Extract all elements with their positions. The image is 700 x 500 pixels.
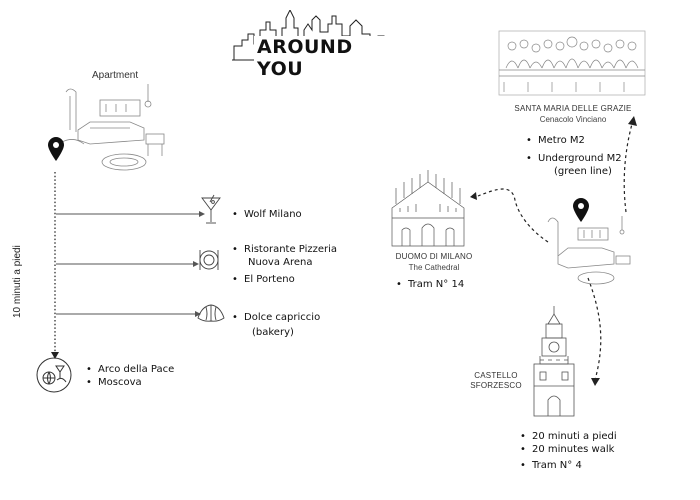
hotel-location-pin xyxy=(572,197,590,223)
arrow-duomo-icon xyxy=(470,192,477,200)
list-item: •20 minutes walk xyxy=(520,444,615,455)
last-supper-sketch xyxy=(498,30,646,96)
list-item: •Wolf Milano xyxy=(232,209,302,220)
apartment-sketch xyxy=(60,82,178,174)
list-item-continuation: Nuova Arena xyxy=(248,257,313,268)
walk-time-label: 10 minuti a piedi xyxy=(12,245,23,318)
wolf-group: •Wolf Milano xyxy=(232,208,302,221)
list-item: •Tram N° 14 xyxy=(396,279,465,290)
duomo-subtitle: The Cathedral xyxy=(408,263,460,272)
santa-maria-transport: •Metro M2 •Underground M2 (green line) xyxy=(526,134,622,178)
list-item: •Underground M2 xyxy=(526,153,622,164)
bottom-left-group: •Arco della Pace •Moscova xyxy=(86,363,174,389)
last-supper-icon xyxy=(498,30,646,96)
route-to-duomo xyxy=(477,188,549,243)
apartment-label: Apartment xyxy=(92,70,139,81)
restaurant-group: •Ristorante Pizzeria Nuova Arena •El Por… xyxy=(232,243,337,286)
cathedral-icon xyxy=(391,170,465,247)
route-to-castello xyxy=(587,277,602,381)
croissant-icon xyxy=(196,302,226,324)
duomo-transport: •Tram N° 14 xyxy=(396,278,464,291)
duomo-title: DUOMO DI MILANO xyxy=(395,252,473,261)
apartment-sketch-right xyxy=(544,212,636,288)
title-skyline: AROUND YOU xyxy=(232,10,400,80)
list-item: •Tram N° 4 xyxy=(520,460,582,471)
walk-route-arrow-icon xyxy=(51,352,59,359)
list-item: •El Porteno xyxy=(232,274,295,285)
list-item: •Arco della Pace xyxy=(86,364,175,375)
arrow-castello-icon xyxy=(591,378,600,386)
list-item: •Ristorante Pizzeria xyxy=(232,244,338,255)
pizza-plate-icon xyxy=(198,248,220,276)
arrow-santa-maria-icon xyxy=(628,116,637,126)
route-to-santa-maria xyxy=(623,123,633,213)
list-item: •Metro M2 xyxy=(526,135,585,146)
bakery-group: •Dolce capriccio (bakery) xyxy=(232,311,320,339)
page-title: AROUND YOU xyxy=(254,36,400,80)
apartment-location-pin xyxy=(47,136,65,162)
duomo-sketch xyxy=(388,168,468,248)
map-pin-icon xyxy=(573,198,589,222)
travel-badge-icon xyxy=(34,356,74,394)
cocktail-icon xyxy=(200,194,222,228)
castello-title-line2: SFORZESCO xyxy=(470,381,522,390)
list-item: •Moscova xyxy=(86,377,142,388)
list-item-continuation: (green line) xyxy=(554,166,612,177)
map-pin-icon xyxy=(48,137,64,161)
santa-maria-subtitle: Cenacolo Vinciano xyxy=(539,115,607,124)
list-item: •20 minuti a piedi xyxy=(520,431,617,442)
arrow-right-icon xyxy=(195,311,201,317)
castello-transport: •20 minuti a piedi •20 minutes walk •Tra… xyxy=(520,430,617,472)
castle-tower-icon xyxy=(533,306,575,417)
castello-title-line1: CASTELLO xyxy=(474,371,518,380)
list-item-continuation: (bakery) xyxy=(252,327,294,338)
living-room-sketch-icon xyxy=(61,84,165,171)
castello-sketch xyxy=(530,306,578,418)
arrow-right-icon xyxy=(193,261,199,267)
living-room-sketch-icon xyxy=(547,216,631,285)
santa-maria-title: SANTA MARIA DELLE GRAZIE xyxy=(514,104,632,113)
list-item: •Dolce capriccio xyxy=(232,312,321,323)
arrow-right-icon xyxy=(199,211,205,217)
